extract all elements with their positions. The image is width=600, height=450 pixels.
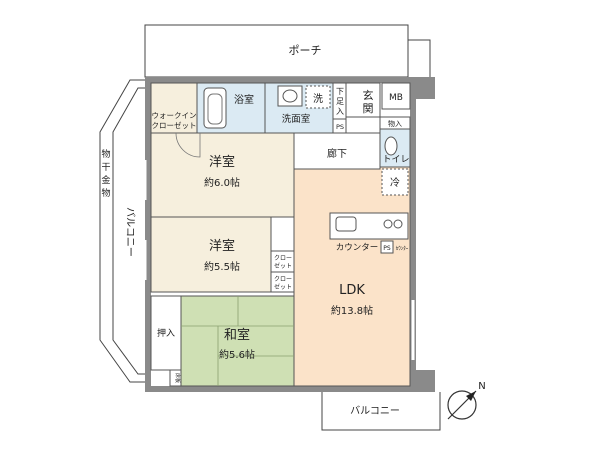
bath-label: 浴室 — [234, 93, 254, 106]
drying-rack: 物 干 金 物 — [101, 148, 110, 199]
closet-lower-line-1: クロー — [274, 276, 292, 283]
porch-label: ポーチ — [289, 44, 322, 57]
shoe-cabinet-char-1: 下 — [336, 87, 344, 96]
bottom-balcony-label: バルコニー — [350, 405, 400, 417]
toilet-label: トイレ — [382, 155, 409, 165]
drying-rack-char-4: 物 — [101, 187, 110, 199]
bottom-balcony — [321, 392, 441, 431]
entrance-char-2: 関 — [363, 102, 374, 115]
closet-upper-line-1: クロー — [274, 255, 292, 262]
drying-rack-char-2: 干 — [101, 162, 110, 173]
toilet-icon — [384, 136, 398, 156]
mb-label: MB — [389, 93, 403, 103]
fridge-space — [381, 168, 409, 196]
corridor — [293, 132, 381, 170]
washer-label: 洗 — [313, 93, 323, 105]
porch-area — [144, 24, 409, 78]
bathtub-icon — [203, 87, 227, 129]
walkin-label-1: ウォークイン — [152, 111, 197, 120]
left-balcony — [99, 79, 148, 383]
ldk-size: 約13.8帖 — [331, 304, 373, 317]
washing-machine-area — [305, 85, 331, 109]
counter-label: カウンター — [336, 243, 379, 253]
left-balcony-label: バルコニー — [124, 207, 136, 257]
sink-basin-icon — [335, 216, 357, 232]
counter-note: ｶｳﾝﾀｰ — [396, 246, 409, 252]
drying-rack-char-1: 物 — [101, 148, 110, 160]
japanese-room-name: 和室 — [224, 327, 250, 343]
oshiire-label: 押入 — [157, 327, 175, 339]
japanese-room-size: 約5.6帖 — [219, 348, 255, 361]
storage-label: 物入 — [388, 119, 402, 128]
western-room-1-door — [175, 132, 201, 158]
japanese-room — [180, 295, 295, 387]
western-room-1 — [150, 132, 295, 218]
closet-upper-line-2: ゼット — [274, 262, 292, 270]
entrance — [345, 82, 381, 118]
western-room-2 — [150, 216, 272, 293]
tokonoma-label: 床板 — [174, 373, 181, 383]
counter-ps — [380, 240, 394, 254]
western-room-1-name: 洋室 — [209, 154, 235, 170]
corridor-label: 廊下 — [327, 147, 347, 160]
ps-label: PS — [336, 123, 344, 131]
counter-ps-label: PS — [383, 245, 391, 252]
tatami-lines — [181, 296, 294, 386]
left-balcony-inner — [112, 87, 145, 375]
ldk-name: LDK — [339, 283, 365, 298]
walkin-label-2: クローゼット — [152, 120, 197, 130]
meter-box — [381, 82, 411, 110]
closet-lower — [270, 271, 295, 293]
porch-door-frame — [407, 25, 431, 77]
compass-north-label: N — [478, 381, 485, 392]
western-room-1-size: 約6.0帖 — [204, 176, 240, 189]
washroom-label: 洗面室 — [282, 113, 311, 125]
western-room-2-size: 約5.5帖 — [204, 260, 240, 273]
oshiire — [150, 295, 182, 371]
ldk-room — [293, 166, 411, 387]
sink-icon — [277, 85, 303, 107]
fridge-label: 冷 — [390, 176, 400, 189]
compass: N — [447, 381, 486, 420]
closet-lower-line-2: ゼット — [274, 283, 292, 291]
compass-circle — [447, 390, 477, 420]
shoe-cabinet-char-2: 足 — [336, 97, 344, 106]
outer-walls — [145, 77, 435, 392]
shoe-cabinet-char-3: 入 — [336, 107, 344, 116]
western-room-2-name: 洋室 — [209, 238, 235, 254]
entrance-char-1: 玄 — [363, 88, 374, 102]
drying-rack-char-3: 金 — [101, 174, 110, 186]
stove-icon — [383, 219, 393, 229]
